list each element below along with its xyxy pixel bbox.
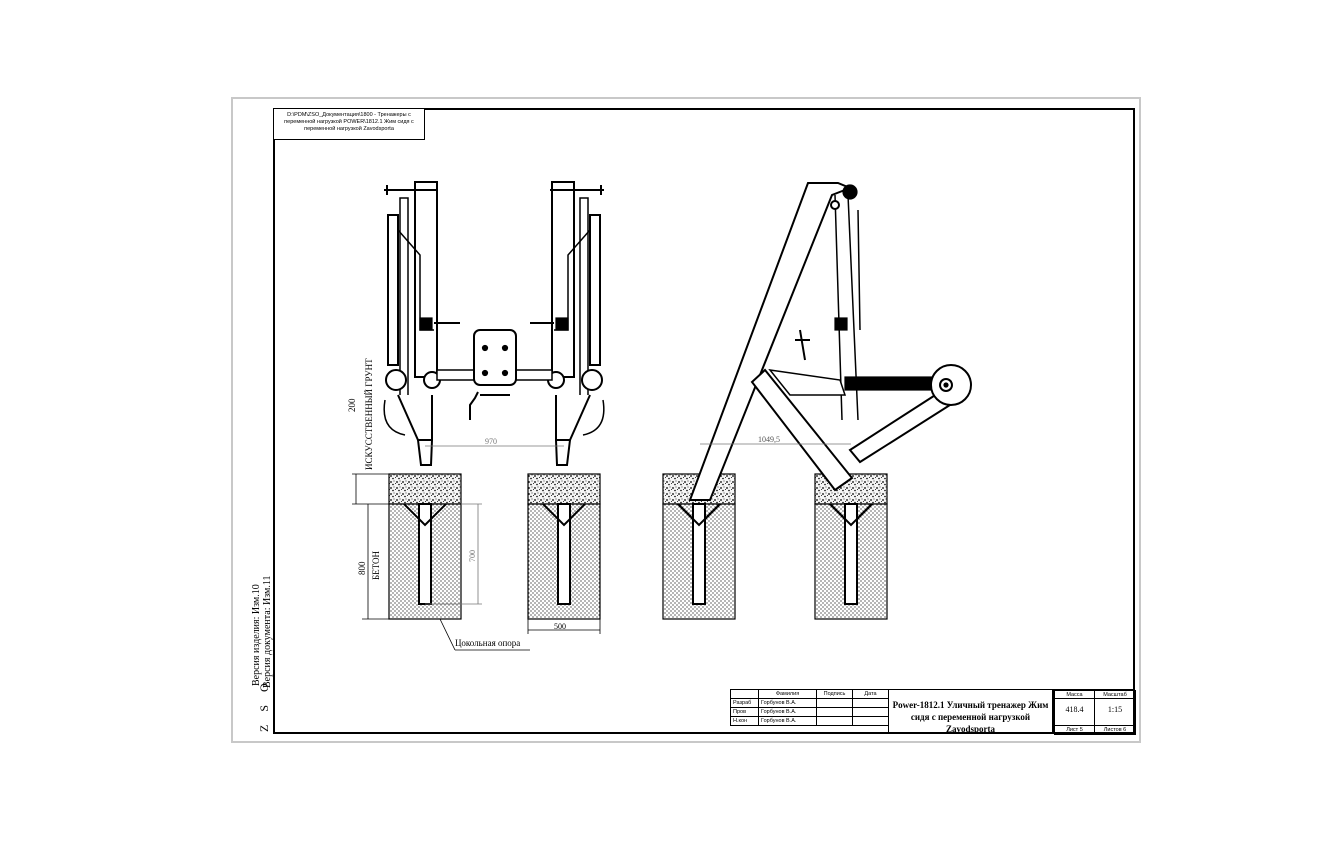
- sheet-label: Лист 5: [1054, 725, 1095, 735]
- header-signature: Подпись: [816, 689, 853, 699]
- header-surname: Фамилия: [758, 689, 817, 699]
- dim-800: 800: [357, 561, 367, 575]
- mass-scale-block: Масса Масштаб 418.4 1:15 Лист 5 Листов 6: [1053, 689, 1136, 735]
- document-stamp: Z S O Версия изделия: Изм.10 Версия доку…: [230, 560, 280, 733]
- row-name: Горбунов В.А.: [758, 716, 817, 726]
- outer-sheet-border: [231, 97, 1141, 743]
- scale-value: 1:15: [1094, 698, 1136, 726]
- version-document: Версия документа: Изм.11: [262, 575, 273, 689]
- row-role: Пров: [730, 707, 759, 717]
- drawing-title: Power-1812.1 Уличный тренажер Жим сидя с…: [888, 689, 1053, 734]
- header-date: Дата: [852, 689, 889, 699]
- base-label: Цокольная опора: [455, 638, 520, 648]
- dim-970: 970: [485, 437, 497, 446]
- row-role: Н.кон: [730, 716, 759, 726]
- file-path-text: D:\PDM\ZSO_Документация\1800 - Тренажеры…: [284, 112, 414, 132]
- dim-500: 500: [554, 622, 566, 631]
- row-role: Разраб: [730, 698, 759, 708]
- row-name: Горбунов В.А.: [758, 698, 817, 708]
- side-view: [662, 182, 972, 620]
- dimension-lines: [352, 443, 851, 651]
- front-view: [383, 181, 605, 620]
- title-block: Фамилия Подпись Дата Разраб Горбунов В.А…: [730, 689, 1136, 735]
- concrete-label: БЕТОН: [371, 550, 381, 580]
- ground-label: ИСКУССТВЕННЫЙ ГРУНТ: [364, 358, 374, 470]
- version-product: Версия изделия: Изм.10: [251, 584, 262, 686]
- ground-layer-right: [527, 473, 601, 505]
- ground-layer-left: [388, 473, 462, 505]
- drawing-title-text: Power-1812.1 Уличный тренажер Жим сидя с…: [892, 700, 1049, 734]
- signature-table: Фамилия Подпись Дата Разраб Горбунов В.А…: [730, 689, 889, 726]
- dim-200: 200: [347, 398, 357, 412]
- dim-700: 700: [468, 550, 477, 562]
- file-path-note: D:\PDM\ZSO_Документация\1800 - Тренажеры…: [273, 108, 425, 140]
- seat-back-plate: [473, 329, 517, 386]
- row-name: Горбунов В.А.: [758, 707, 817, 717]
- sheets-total-label: Листов 6: [1094, 725, 1136, 735]
- drawing-frame: [273, 108, 1135, 734]
- dim-1049: 1049,5: [758, 435, 780, 444]
- mass-value: 418.4: [1054, 698, 1095, 726]
